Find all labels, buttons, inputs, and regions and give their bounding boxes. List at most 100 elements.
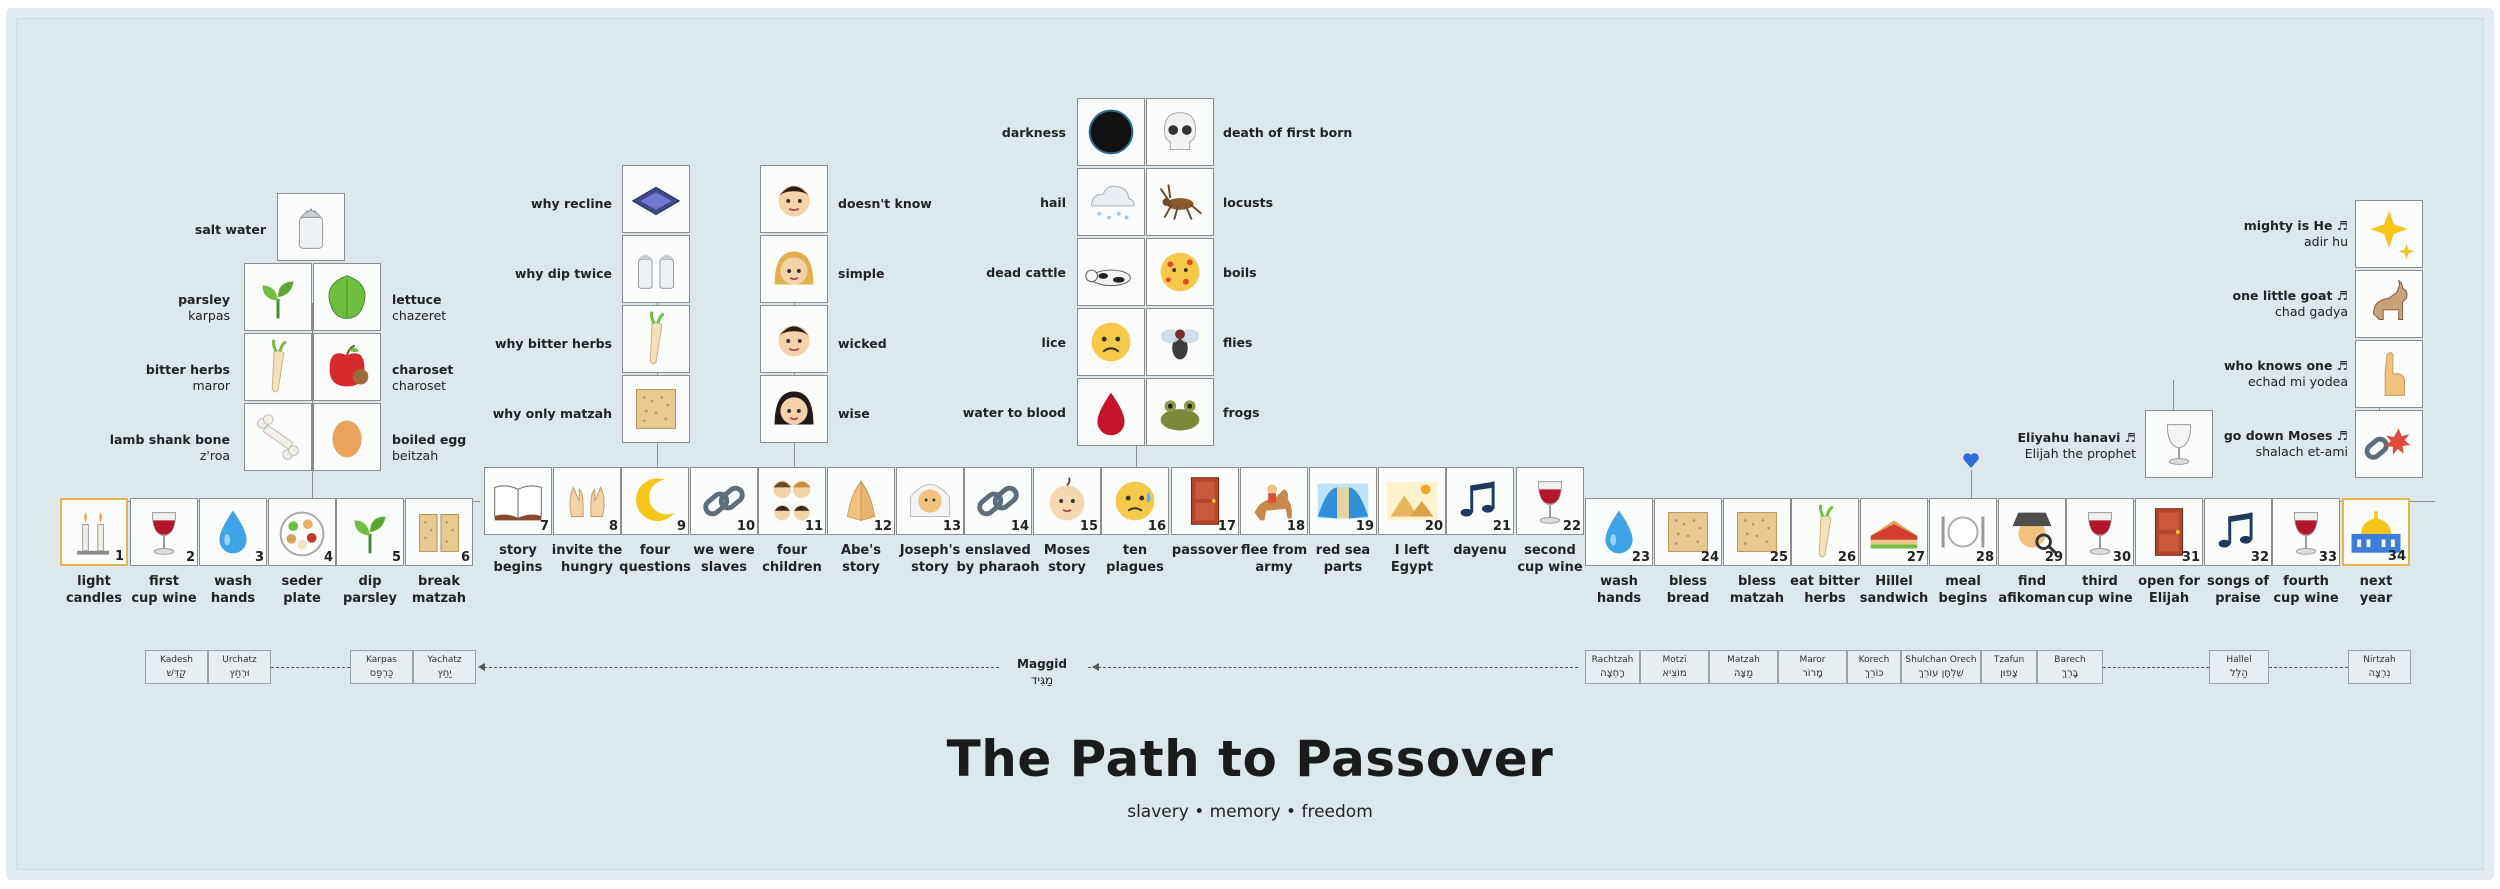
- step-label-line1: four: [776, 543, 808, 558]
- plague-label-title: death of first born: [1223, 125, 1353, 140]
- step-number: 26: [1837, 550, 1856, 565]
- child-label: wicked: [838, 336, 887, 352]
- step-5-tile: 5: [336, 498, 404, 566]
- step-number: 34: [2387, 549, 2406, 564]
- step-label-line1: red sea: [1315, 543, 1371, 558]
- question-label-title: why dip twice: [514, 266, 612, 281]
- section-hebrew: מַגִּיד: [1030, 673, 1054, 687]
- question-tile: [622, 235, 690, 303]
- plague-right-tile: [1146, 238, 1214, 306]
- step-label: dayenu: [1435, 542, 1525, 559]
- step-number: 33: [2318, 550, 2337, 565]
- child-label: simple: [838, 266, 884, 282]
- bitter-herbs-label-subtitle: maror: [192, 378, 231, 393]
- plague-label: water to blood: [963, 405, 1066, 421]
- plague-right-tile: [1146, 98, 1214, 166]
- step-label-line2: story: [842, 560, 880, 575]
- plague-label: flies: [1223, 335, 1252, 351]
- parsley-label-subtitle: karpas: [188, 308, 230, 323]
- step-number: 22: [1562, 519, 1581, 534]
- step-3-tile: 3: [199, 498, 267, 566]
- step-label-line1: songs of: [2206, 574, 2270, 589]
- step-label-line1: Hillel: [1875, 574, 1913, 589]
- page-subtitle: slavery • memory • freedom: [1127, 802, 1373, 822]
- step-label-line2: candles: [65, 591, 123, 606]
- step-2-tile: 2: [130, 498, 198, 566]
- step-label: flee from army: [1229, 542, 1319, 576]
- step-label-line1: break: [418, 574, 460, 589]
- step-label-line1: open for: [2138, 574, 2200, 589]
- step-label-line1: fourth: [2283, 574, 2329, 589]
- step-number: 25: [1769, 550, 1788, 565]
- step-label-line1: next: [2359, 574, 2393, 589]
- step-16-tile: 16: [1101, 467, 1169, 535]
- step-26-tile: 26: [1791, 498, 1859, 566]
- plague-right-tile: [1146, 378, 1214, 446]
- plague-label: frogs: [1223, 405, 1260, 421]
- maggid-connector-right: [1088, 667, 1578, 668]
- step-label-line1: flee from: [1240, 543, 1308, 558]
- step-number: 8: [608, 519, 618, 534]
- song-tile: [2355, 270, 2423, 338]
- step-label-line1: eat bitter: [1790, 574, 1860, 589]
- step-number: 20: [1424, 519, 1443, 534]
- child-tile: [760, 235, 828, 303]
- child-label-title: wicked: [838, 336, 887, 351]
- step-label-line2: herbs: [1804, 591, 1846, 606]
- step-label-line1: Moses: [1043, 543, 1091, 558]
- step-label-line2: plate: [283, 591, 321, 606]
- salt-water-label: salt water: [195, 222, 266, 238]
- step-label-line2: story: [911, 560, 949, 575]
- step-number: 17: [1217, 519, 1236, 534]
- bitter-herbs-label-title: bitter herbs: [145, 362, 230, 377]
- step-22-tile: 22: [1516, 467, 1584, 535]
- step-23-tile: 23: [1585, 498, 1653, 566]
- step-label-line2: army: [1255, 560, 1293, 575]
- step-27-tile: 27: [1860, 498, 1928, 566]
- egg-label-title: boiled egg: [392, 432, 467, 447]
- step-12-tile: 12: [827, 467, 895, 535]
- step-label-line2: questions: [619, 560, 691, 575]
- egg-label-subtitle: beitzah: [392, 448, 439, 463]
- step-4-tile: 4: [268, 498, 336, 566]
- step-label-line2: cup wine: [131, 591, 197, 606]
- song-label-subtitle: echad mi yodea: [2247, 374, 2348, 389]
- plague-label-title: boils: [1223, 265, 1257, 280]
- section-hebrew: צָפוּן: [2000, 668, 2018, 679]
- step-label-line2: plagues: [1106, 560, 1164, 575]
- step-number: 23: [1631, 550, 1650, 565]
- step-32-tile: 32: [2204, 498, 2272, 566]
- elijah-label: Eliyahu hanavi ♬Elijah the prophet: [2018, 430, 2137, 462]
- section-connector: [2103, 667, 2209, 668]
- step-label-line1: four: [639, 543, 671, 558]
- question-label-title: why recline: [531, 196, 612, 211]
- step-label-line2: Elijah: [2148, 591, 2190, 606]
- step-34-tile: 34: [2342, 498, 2410, 566]
- step-8-tile: 8: [553, 467, 621, 535]
- salt-water-tile: [277, 193, 345, 261]
- song-label-subtitle: adir hu: [2303, 234, 2348, 249]
- heart-connector: [1971, 470, 1972, 498]
- question-label: why only matzah: [493, 406, 612, 422]
- step-13-tile: 13: [896, 467, 964, 535]
- step-14-tile: 14: [964, 467, 1032, 535]
- seder-right-tile: [313, 333, 381, 401]
- plague-label-title: darkness: [1001, 125, 1066, 140]
